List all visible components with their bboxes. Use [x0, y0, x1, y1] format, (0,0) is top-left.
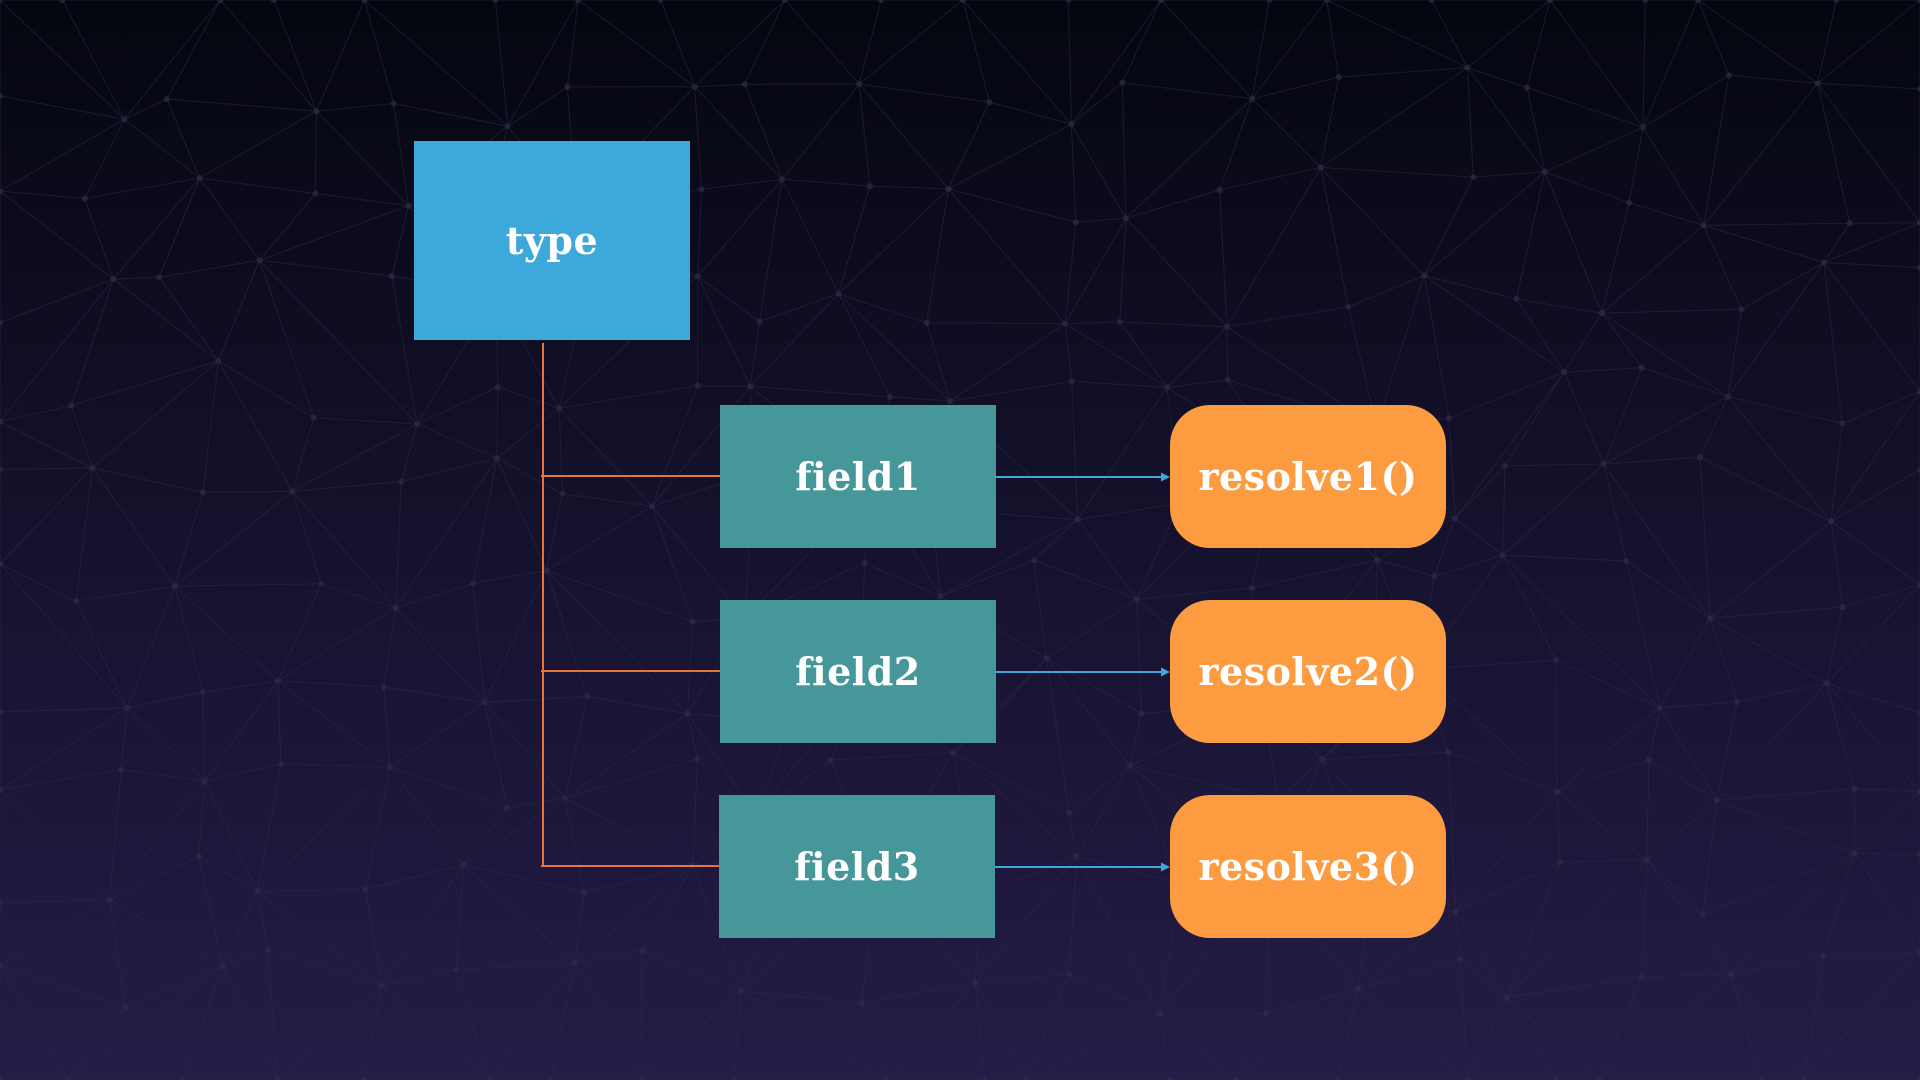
arrowhead-resolve1 [1161, 472, 1170, 482]
resolver-node-label: resolve1() [1198, 454, 1418, 499]
resolver-node-label: resolve2() [1198, 649, 1418, 694]
type-node-label: type [505, 218, 599, 263]
field-node-2: field2 [720, 600, 996, 743]
field-node-1: field1 [720, 405, 996, 548]
field-node-label: field1 [795, 454, 921, 499]
resolver-node-2: resolve2() [1170, 600, 1446, 743]
type-node: type [414, 141, 690, 340]
resolver-node-1: resolve1() [1170, 405, 1446, 548]
arrowhead-resolve3 [1161, 862, 1170, 872]
field-node-3: field3 [719, 795, 995, 938]
resolver-node-3: resolve3() [1170, 795, 1446, 938]
field-node-label: field3 [794, 844, 920, 889]
resolver-node-label: resolve3() [1198, 844, 1418, 889]
arrowhead-resolve2 [1161, 667, 1170, 677]
field-node-label: field2 [795, 649, 921, 694]
